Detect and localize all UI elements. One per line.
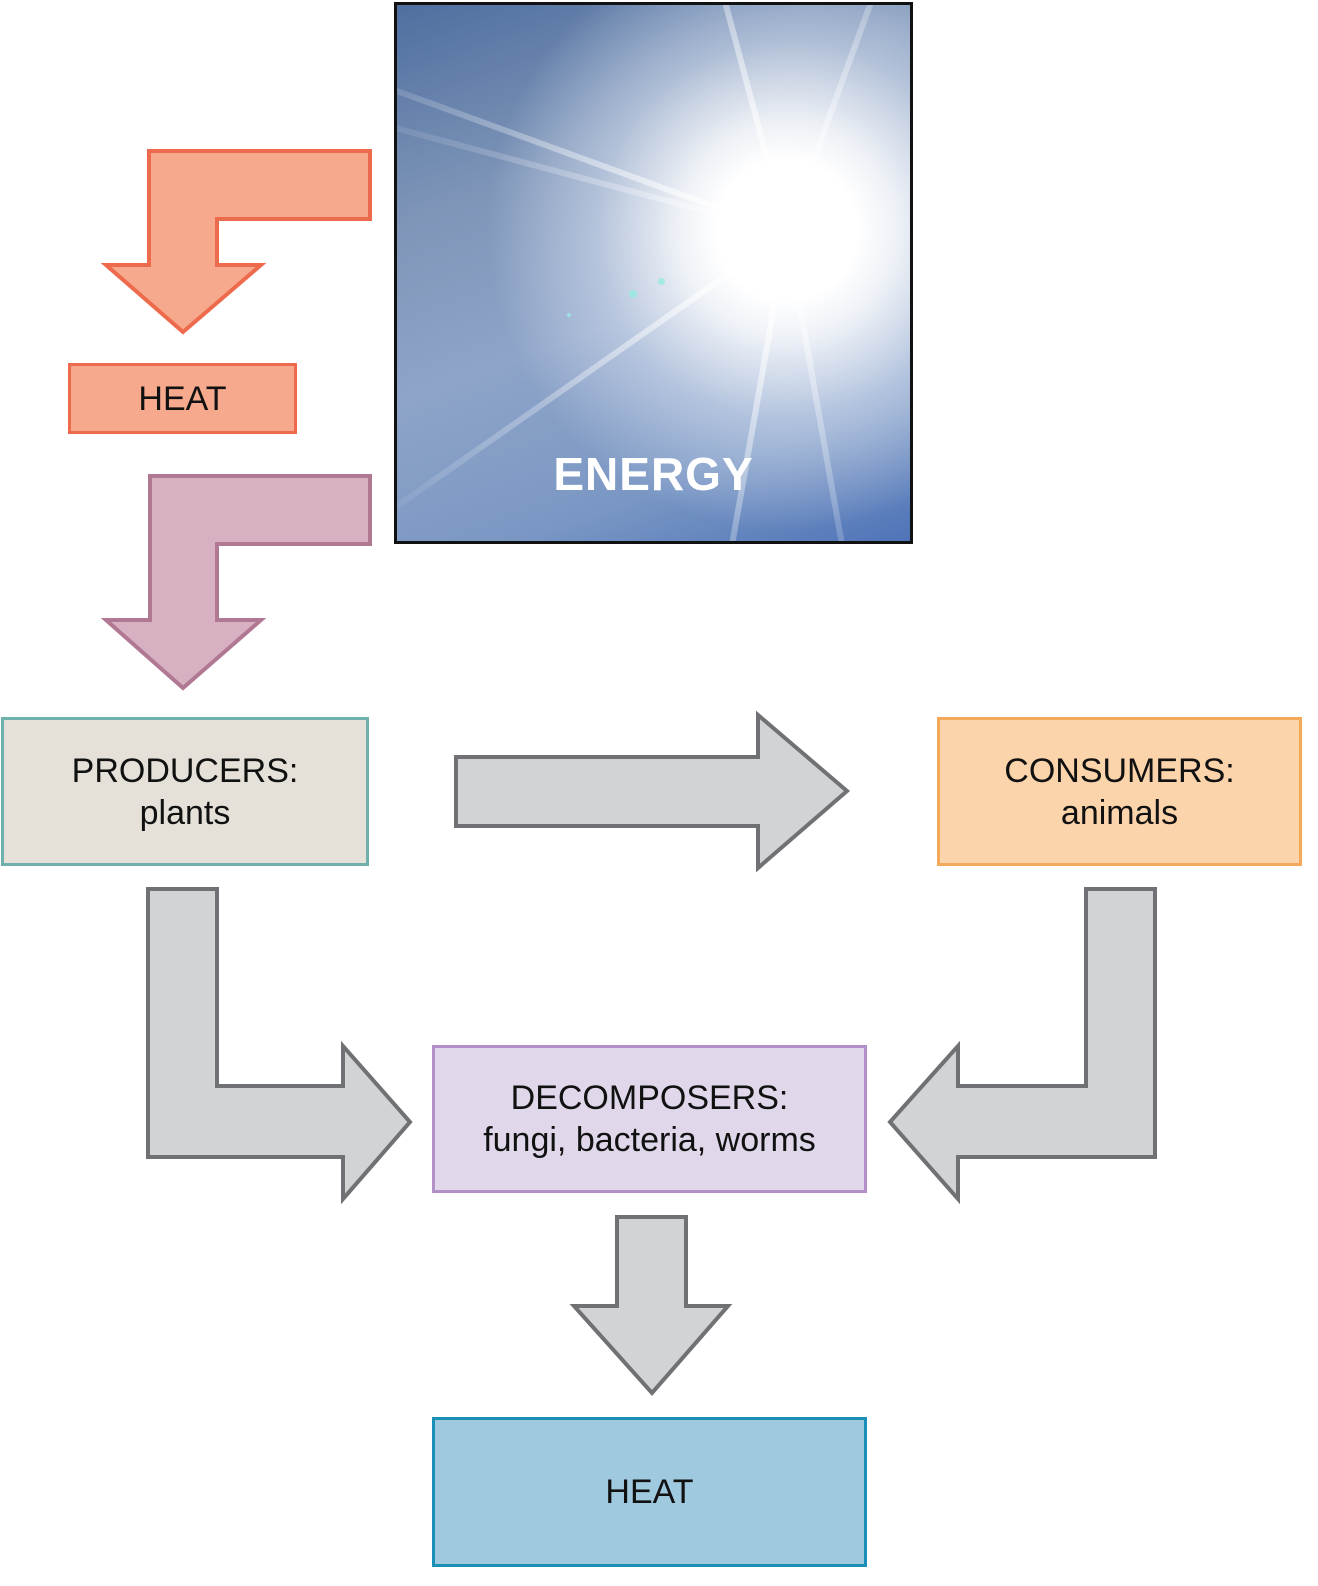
arrow-consumers-to-decomposers: [887, 887, 1157, 1205]
producers-box: PRODUCERS: plants: [1, 717, 369, 866]
energy-sun-image: ENERGY: [394, 2, 913, 544]
decomposers-subtitle: fungi, bacteria, worms: [483, 1121, 816, 1159]
producers-title: PRODUCERS:: [71, 751, 299, 790]
heat-bottom-box: HEAT: [432, 1417, 867, 1567]
consumers-subtitle: animals: [1060, 793, 1179, 832]
decomposers-title: DECOMPOSERS:: [510, 1079, 789, 1117]
heat-top-box: HEAT: [68, 363, 297, 434]
heat-top-label: HEAT: [138, 379, 227, 418]
arrow-energy-to-heat: [100, 149, 372, 335]
arrow-producers-to-decomposers: [146, 887, 413, 1205]
decomposers-box: DECOMPOSERS: fungi, bacteria, worms: [432, 1045, 867, 1193]
energy-label: ENERGY: [553, 448, 754, 500]
arrow-decomposers-to-heat: [569, 1215, 733, 1397]
consumers-title: CONSUMERS:: [1004, 751, 1235, 790]
arrow-energy-to-producers: [100, 474, 372, 691]
consumers-box: CONSUMERS: animals: [937, 717, 1302, 866]
arrow-producers-to-consumers: [454, 710, 851, 873]
heat-bottom-label: HEAT: [605, 1473, 694, 1511]
producers-subtitle: plants: [139, 793, 231, 832]
